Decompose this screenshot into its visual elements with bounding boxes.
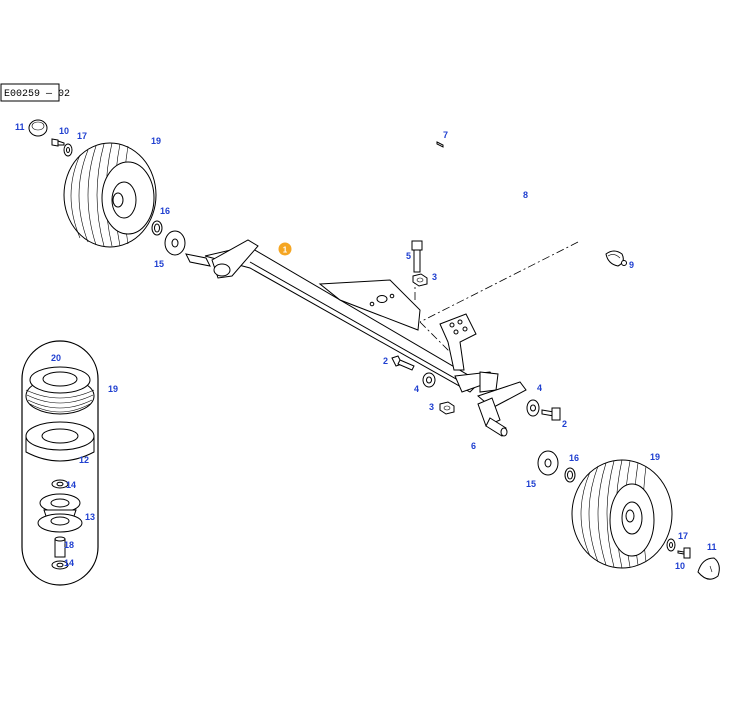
part-label-8[interactable]: 8 — [523, 190, 528, 200]
sleeve-part-18[interactable] — [54, 536, 66, 558]
washer-part-16-upper[interactable] — [151, 220, 163, 236]
wheel-part-19-upper[interactable] — [63, 142, 157, 248]
part-label-13[interactable]: 13 — [85, 512, 95, 522]
part-label-19-upper[interactable]: 19 — [151, 136, 161, 146]
bolt-part-2-left[interactable] — [391, 355, 415, 371]
part-label-4-left[interactable]: 4 — [414, 384, 419, 394]
rim-assembly-part-13[interactable] — [37, 493, 83, 533]
bolt-part-2-right[interactable] — [541, 407, 561, 421]
axle-beam-part-1[interactable] — [185, 239, 499, 393]
nut-part-3-lower[interactable] — [439, 401, 455, 415]
bearing-part-14-lower[interactable] — [51, 560, 69, 570]
part-label-15-lower[interactable]: 15 — [526, 479, 536, 489]
tire-part-20[interactable] — [25, 366, 95, 415]
cap-part-11-upper[interactable] — [28, 119, 48, 137]
part-label-11-upper[interactable]: 11 — [15, 122, 25, 132]
part-label-20[interactable]: 20 — [51, 353, 61, 363]
part-label-18[interactable]: 18 — [64, 540, 74, 550]
part-label-2-left[interactable]: 2 — [383, 356, 388, 366]
part-label-12[interactable]: 12 — [79, 455, 89, 465]
washer-part-4-left[interactable] — [422, 372, 436, 388]
part-label-16-upper[interactable]: 16 — [160, 206, 170, 216]
washer-part-17-lower[interactable] — [666, 538, 676, 552]
part-label-10-upper[interactable]: 10 — [59, 126, 69, 136]
nut-part-3-upper[interactable] — [412, 273, 428, 287]
spacer-part-15-lower[interactable] — [537, 450, 559, 476]
part-label-2-right[interactable]: 2 — [562, 419, 567, 429]
part-label-5[interactable]: 5 — [406, 251, 411, 261]
bolt-part-10-upper[interactable] — [51, 138, 65, 147]
part-label-7[interactable]: 7 — [443, 130, 448, 140]
lock-pin-part-9[interactable] — [605, 250, 627, 267]
spacer-part-15-upper[interactable] — [164, 230, 186, 256]
part-label-14-upper[interactable]: 14 — [66, 480, 76, 490]
reference-code-box: E00259 — 02 — [0, 83, 70, 102]
part-label-4-right[interactable]: 4 — [537, 383, 542, 393]
part-label-9[interactable]: 9 — [629, 260, 634, 270]
highlight-callout-marker[interactable]: 1 — [278, 242, 292, 256]
bolt-part-5[interactable] — [411, 240, 423, 273]
washer-part-4-right[interactable] — [526, 399, 540, 417]
part-labels: 11 10 17 19 16 15 7 8 5 3 9 2 4 3 4 2 6 … — [15, 122, 717, 571]
part-label-15-upper[interactable]: 15 — [154, 259, 164, 269]
washer-part-17-upper[interactable] — [63, 143, 73, 157]
part-label-6[interactable]: 6 — [471, 441, 476, 451]
part-label-16-lower[interactable]: 16 — [569, 453, 579, 463]
part-label-3-lower[interactable]: 3 — [429, 402, 434, 412]
tow-bar-part-8[interactable] — [382, 117, 582, 241]
part-label-17-lower[interactable]: 17 — [678, 531, 688, 541]
leader-lines — [414, 241, 579, 361]
part-label-17-upper[interactable]: 17 — [77, 131, 87, 141]
bearing-part-14-upper[interactable] — [51, 479, 69, 489]
inner-tube-part-12[interactable] — [25, 421, 95, 462]
bolt-part-10-lower[interactable] — [677, 547, 691, 559]
wheel-part-19-lower[interactable] — [571, 459, 673, 569]
pin-part-7[interactable] — [436, 141, 444, 148]
part-label-19-inset[interactable]: 19 — [108, 384, 118, 394]
part-label-3-upper[interactable]: 3 — [432, 272, 437, 282]
washer-part-16-lower[interactable] — [564, 467, 576, 483]
stub-axle-part-6[interactable] — [477, 381, 527, 437]
part-label-10-lower[interactable]: 10 — [675, 561, 685, 571]
part-label-11-lower[interactable]: 11 — [707, 542, 717, 552]
reference-code: E00259 — 02 — [4, 89, 70, 100]
highlight-callout-number: 1 — [283, 246, 288, 255]
part-label-14-lower[interactable]: 14 — [64, 558, 74, 568]
cap-part-11-lower[interactable] — [697, 557, 720, 580]
part-label-19-lower[interactable]: 19 — [650, 452, 660, 462]
